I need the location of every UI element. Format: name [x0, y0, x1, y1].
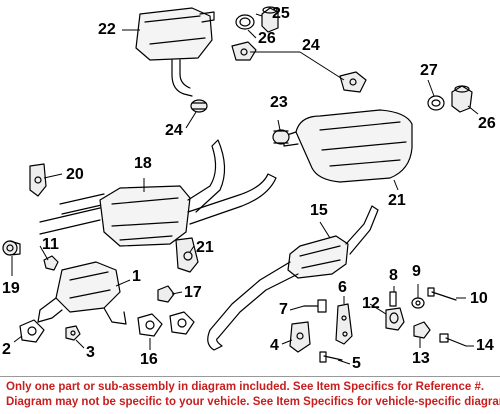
nut-13 [413, 321, 431, 339]
callout-26-right: 26 [478, 115, 496, 132]
callout-7: 7 [279, 301, 288, 318]
callout-2: 2 [2, 341, 11, 358]
callout-17: 17 [184, 284, 202, 301]
catalytic-converter-front [207, 205, 379, 351]
bracket-6 [335, 303, 353, 345]
gasket-16 [137, 311, 195, 337]
bushing-12 [385, 307, 405, 331]
clamp-ring-upper [235, 14, 255, 30]
disclaimer-line-1: Only one part or sub-assembly in diagram… [6, 381, 485, 393]
hanger-bracket [231, 41, 367, 93]
callout-27-upper: 26 [258, 30, 276, 47]
callout-21: 21 [196, 239, 214, 256]
exhaust-system-diagram [2, 6, 479, 365]
bolt-5 [319, 351, 343, 363]
disclaimer-line-2: Diagram may not be specific to your vehi… [6, 396, 500, 408]
nut-11 [43, 255, 59, 271]
callout-3: 3 [86, 344, 95, 361]
clamp-ring-right [427, 95, 445, 111]
bracket-4 [289, 321, 311, 353]
clamp-right [272, 129, 290, 145]
callout-15: 15 [310, 202, 328, 219]
intermediate-pipe-muffler [39, 139, 277, 247]
callout-25: 24 [302, 37, 320, 54]
callout-22: 22 [98, 21, 116, 38]
disclaimer-footer [0, 376, 500, 414]
callout-10: 10 [470, 290, 488, 307]
callout-24-right: 23 [270, 94, 288, 111]
leader-lines [11, 13, 479, 365]
washer-9 [411, 297, 425, 309]
callout-1: 1 [132, 268, 141, 285]
tailpipe-tip-upper [261, 6, 279, 33]
nut-3 [65, 325, 81, 341]
callout-4: 4 [270, 337, 279, 354]
rear-muffler-upper [135, 7, 215, 97]
stud-8 [389, 291, 397, 307]
callout-8: 8 [389, 267, 398, 284]
callout-12: 12 [362, 295, 380, 312]
callout-16: 16 [140, 351, 158, 368]
callout-27-right: 27 [420, 62, 438, 79]
hanger-bracket-center [175, 237, 199, 273]
bolt-10 [427, 287, 457, 301]
callout-24-upper: 24 [165, 122, 183, 139]
callout-11: 11 [42, 236, 59, 253]
callout-5: 5 [352, 355, 361, 372]
bolt-14 [439, 333, 467, 347]
callout-13: 13 [412, 350, 430, 367]
callout-14: 14 [476, 337, 494, 354]
nut-17 [157, 285, 175, 303]
clamp-left [2, 240, 21, 256]
hanger-bracket-left [29, 163, 47, 197]
tailpipe-tip-right [451, 85, 473, 113]
callout-20: 20 [66, 166, 84, 183]
catalytic-converter-left [37, 261, 127, 325]
callout-26-upper: 25 [272, 5, 290, 22]
callout-18: 18 [134, 155, 152, 172]
clamp-upper [190, 99, 208, 113]
callout-9: 9 [412, 263, 421, 280]
callout-23: 21 [388, 192, 406, 209]
bolt-7 [303, 299, 327, 313]
callout-6: 6 [338, 279, 347, 296]
callout-19: 19 [2, 280, 20, 297]
gasket-2 [19, 319, 45, 343]
rear-muffler-right [283, 109, 413, 183]
